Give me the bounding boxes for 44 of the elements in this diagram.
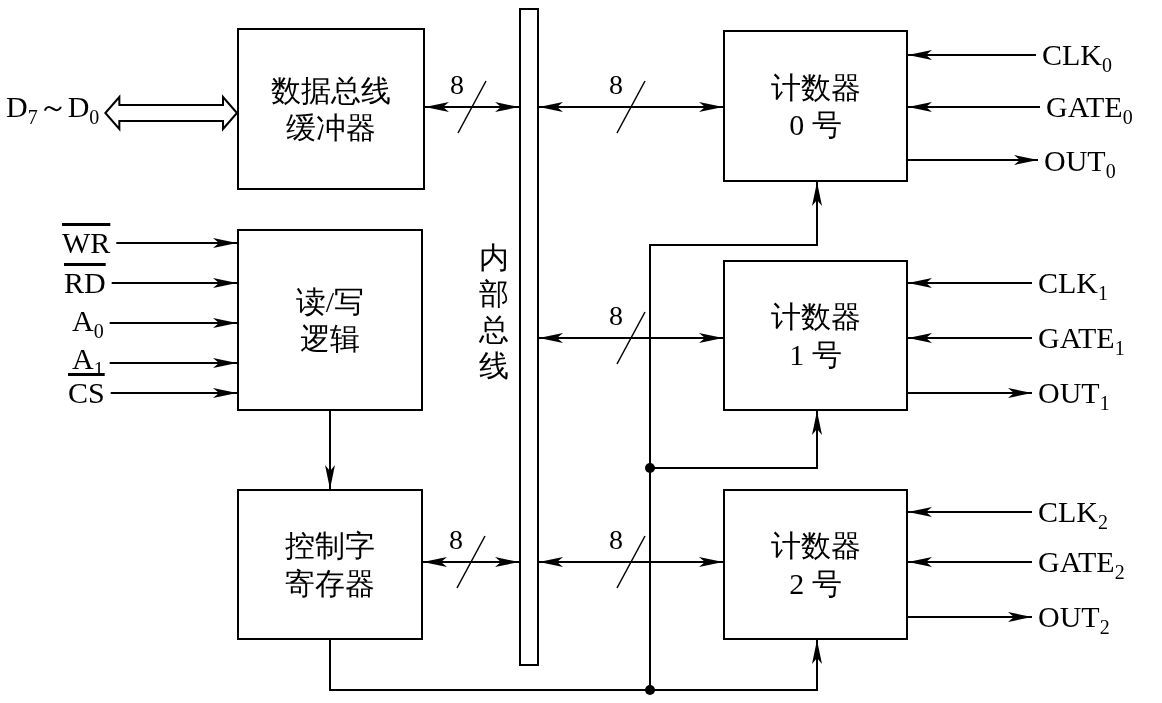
arrow [907,388,1033,398]
arrow [907,50,1037,60]
arrow [907,333,1033,343]
bus-bar [519,8,539,666]
arrow [538,557,724,567]
arrow [115,238,238,248]
signal-name: OUT$_{0}$ [1044,146,1116,176]
arrow [110,278,238,288]
signal-name: A$_{0}$ [72,306,104,336]
arrow [907,155,1039,165]
bus-arrow [104,94,239,132]
signal-name: WR [62,228,111,258]
arrow [538,333,724,343]
signal-name: D$_{7}$～D$_{0}$ [6,92,100,122]
arrow [108,318,238,328]
arrow [422,557,520,567]
signal-name: GATE$_{1}$ [1038,323,1125,353]
signal-name: RD [64,268,106,298]
signal-name: CLK$_{0}$ [1042,40,1112,70]
signal-name: GATE$_{0}$ [1046,92,1133,122]
arrow [907,102,1041,112]
signal-name: CLK$_{2}$ [1038,497,1108,527]
counter-box: 计数器0 号 [723,30,908,182]
arrow [907,557,1033,567]
buffer-box: 数据总线缓冲器 [237,28,425,190]
counter-box: 计数器1 号 [723,260,908,411]
arrow [907,612,1033,622]
logic-box: 读/写逻辑 [237,229,423,411]
signal-name: OUT$_{1}$ [1038,378,1110,408]
counter-box: 计数器2 号 [723,489,908,640]
register-box: 控制字寄存器 [237,489,423,640]
signal-name: A$_{1}$ [72,344,104,374]
arrow [907,507,1033,517]
arrow [109,388,238,398]
bus-label: 内部总线 [479,240,509,384]
signal-name: OUT$_{2}$ [1038,602,1110,632]
signal-name: GATE$_{2}$ [1038,547,1125,577]
arrow [538,102,724,112]
arrow [424,102,520,112]
arrow [108,358,238,368]
arrow [907,278,1033,288]
arrow [325,410,335,490]
signal-name: CS [68,378,105,408]
signal-name: CLK$_{1}$ [1038,268,1108,298]
